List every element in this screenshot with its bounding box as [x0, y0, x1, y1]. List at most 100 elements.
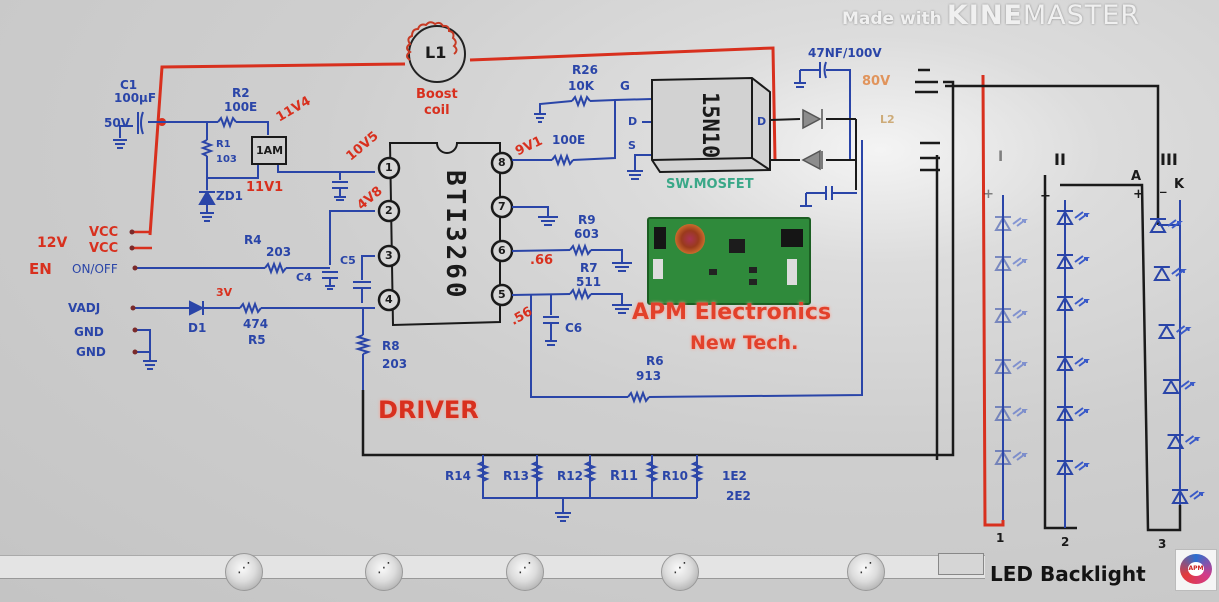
v-d1: 3V — [216, 286, 233, 299]
led-diode-icon — [1149, 218, 1167, 233]
led-lens — [225, 553, 263, 591]
output-wiring-blue — [511, 61, 863, 404]
led-string-roman-2: II — [1054, 150, 1066, 169]
sense-r14-ref: R14 — [445, 469, 471, 483]
pcb-header-left — [653, 259, 663, 279]
pcb-smd — [709, 269, 717, 275]
r1-value: 103 — [216, 154, 237, 165]
string3-plus: + — [1133, 187, 1144, 202]
gnd-terminal-2[interactable]: GND — [76, 345, 106, 359]
led-emission-arrows-icon — [1189, 490, 1205, 500]
pcb-connector-right — [781, 229, 803, 247]
c1-value: 100µF — [114, 91, 157, 105]
r6-ref: R6 — [646, 354, 664, 368]
boost-coil-caption-1: Boost — [416, 87, 458, 102]
led-diode-icon — [1171, 489, 1189, 504]
led-diode-icon — [994, 256, 1012, 271]
ic-pin-2: 2 — [385, 204, 393, 217]
pcb-toroid-coil — [675, 224, 705, 254]
sense-r13-ref: R13 — [503, 469, 529, 483]
r2-value: 100E — [224, 100, 258, 114]
onoff-terminal[interactable]: ON/OFF — [72, 262, 118, 276]
led-emission-arrows-icon — [1012, 407, 1028, 417]
led-emission-arrows-icon — [1012, 257, 1028, 267]
regulator-ref: 1AM — [256, 144, 284, 157]
r5-value: 474 — [243, 317, 269, 331]
led-emission-arrows-icon — [1012, 217, 1028, 227]
regulator-box — [251, 136, 287, 165]
r8-ref: R8 — [382, 339, 400, 353]
string1-plus: + — [983, 187, 994, 202]
mosfet-body — [651, 76, 771, 174]
ic-body — [388, 142, 501, 327]
pcb-connector-left — [654, 227, 666, 249]
led-emission-arrows-icon — [1074, 357, 1090, 367]
led-emission-arrows-icon — [1074, 407, 1090, 417]
terminal-dots — [129, 229, 138, 355]
led-diode-icon — [1157, 324, 1176, 339]
led-lens — [847, 553, 885, 591]
led-diode-icon — [1153, 266, 1171, 281]
led-string-roman-3: III — [1160, 150, 1178, 169]
r7-ref: R7 — [580, 261, 598, 275]
led-emission-arrows-icon — [1074, 255, 1090, 265]
anode-label: A — [1131, 169, 1142, 184]
v-out: 80V — [862, 74, 891, 89]
c1-voltage: 50V — [104, 116, 130, 130]
zener-ref: ZD1 — [216, 189, 244, 203]
r1-ref: R1 — [216, 139, 231, 150]
led-emission-arrows-icon — [1074, 461, 1090, 471]
led-diode-icon — [1056, 406, 1074, 421]
led-string-roman-1: I — [998, 149, 1004, 165]
led-lens — [506, 553, 544, 591]
mosfet-drain-pin: D — [628, 115, 638, 128]
sense-value-2: 2E2 — [726, 489, 751, 503]
vadj-terminal[interactable]: VADJ — [68, 301, 101, 315]
string-number-3: 3 — [1158, 537, 1167, 551]
vcc-label-2[interactable]: VCC — [89, 241, 119, 256]
output-rails-black — [361, 68, 1182, 532]
led-emission-arrows-icon — [1171, 267, 1187, 277]
sense-r11-ref: R11 — [610, 469, 639, 484]
boost-coil-caption-2: coil — [424, 103, 450, 118]
led-diode-icon — [1056, 296, 1074, 311]
r6-value: 913 — [636, 369, 662, 383]
v-pin6: .66 — [530, 253, 554, 268]
watermark-brand-bold: KINE — [946, 0, 1023, 31]
supply-rail-red — [148, 46, 1005, 527]
led-diode-icon — [994, 308, 1012, 323]
r8-value: 203 — [382, 357, 408, 371]
input-wiring-blue — [113, 111, 375, 390]
pcb-chip — [729, 239, 745, 253]
led-emission-arrows-icon — [1176, 325, 1192, 335]
led-emission-arrows-icon — [1167, 219, 1183, 229]
led-diode-icon — [1056, 356, 1074, 371]
led-diode-icon — [994, 406, 1012, 421]
pcb-header-right — [787, 259, 797, 285]
led-emission-arrows-icon — [1074, 211, 1090, 221]
mosfet-gate-pin: G — [620, 79, 630, 93]
output-diodes — [801, 108, 823, 171]
led-lens — [365, 553, 403, 591]
mosfet-source-pin: S — [628, 139, 636, 152]
ic-pin-6: 6 — [498, 244, 506, 257]
vcc-label-1[interactable]: VCC — [89, 225, 119, 240]
sense-r12-ref: R12 — [557, 469, 583, 483]
led-strip — [0, 555, 985, 579]
l1-ref: L1 — [425, 43, 447, 62]
gnd-terminal-1[interactable]: GND — [74, 325, 104, 339]
ic-pin-7: 7 — [498, 200, 506, 213]
logo-core: APM — [1188, 562, 1204, 576]
led-emission-arrows-icon — [1012, 451, 1028, 461]
supply-12v-label: 12V — [37, 235, 68, 251]
led-diode-icon — [994, 359, 1012, 374]
driver-caption: DRIVER — [378, 396, 479, 424]
mosfet-caption: SW.MOSFET — [666, 177, 754, 192]
pcb-caption-line1: APM Electronics — [632, 300, 832, 325]
led-emission-arrows-icon — [1184, 435, 1201, 445]
output-cap-value: 47NF/100V — [808, 46, 882, 60]
led-diode-icon — [1056, 460, 1074, 475]
led-diode-icon — [994, 216, 1012, 231]
r4-ref: R4 — [244, 233, 262, 247]
